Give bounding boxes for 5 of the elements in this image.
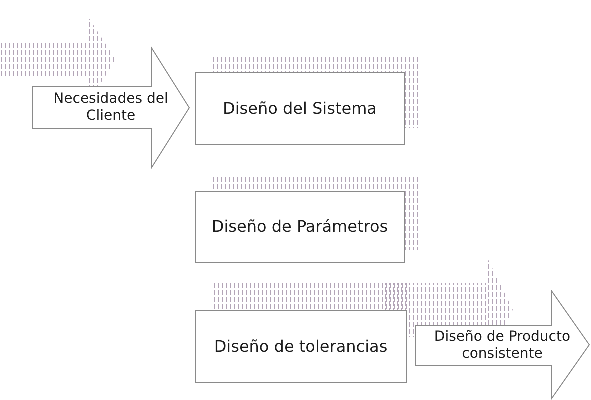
block-arrow: Necesidades del Cliente: [32, 48, 190, 168]
process-box: Diseño de Parámetros: [195, 191, 405, 263]
process-box: Diseño del Sistema: [195, 72, 405, 145]
process-box: Diseño de tolerancias: [195, 310, 407, 383]
block-arrow: Diseño de Producto consistente: [415, 291, 590, 399]
